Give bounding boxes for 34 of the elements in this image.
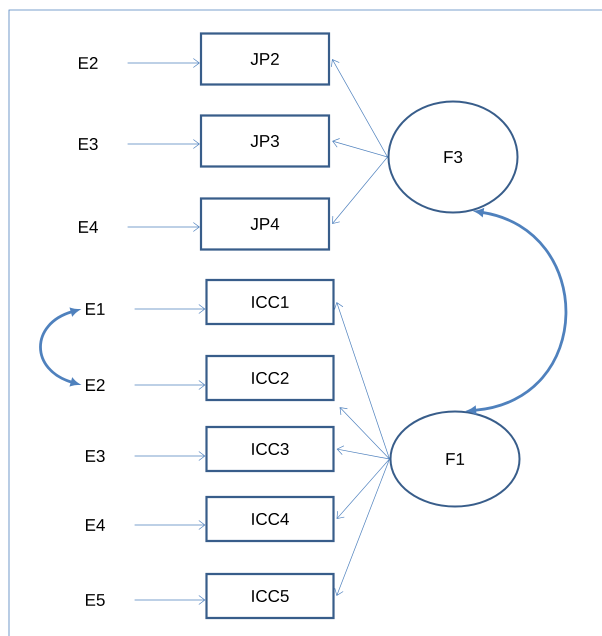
indicator-box: ICC5 bbox=[205, 572, 335, 620]
indicator-box: JP2 bbox=[200, 32, 330, 86]
error-label: E4 bbox=[86, 519, 105, 531]
arrow bbox=[127, 222, 200, 232]
arrow bbox=[331, 59, 388, 158]
arrow bbox=[39, 308, 79, 386]
indicator-box: JP4 bbox=[200, 197, 330, 251]
error-label: E1 bbox=[86, 303, 105, 315]
arrow bbox=[134, 380, 206, 390]
error-label: E4 bbox=[79, 221, 98, 233]
arrow bbox=[334, 302, 390, 460]
arrow bbox=[336, 458, 390, 519]
error-label: E5 bbox=[86, 594, 105, 606]
arrow bbox=[340, 407, 390, 460]
arrow bbox=[134, 595, 206, 605]
error-label: E2 bbox=[79, 57, 98, 69]
indicator-box: ICC2 bbox=[205, 354, 335, 402]
error-label: E3 bbox=[86, 450, 105, 462]
arrow bbox=[134, 520, 206, 530]
arrow bbox=[332, 156, 388, 224]
arrow bbox=[332, 138, 388, 158]
arrow bbox=[134, 451, 206, 461]
arrow bbox=[127, 58, 200, 68]
indicator-box: JP3 bbox=[200, 114, 330, 168]
arrow bbox=[468, 208, 568, 414]
arrow bbox=[336, 445, 390, 460]
error-label: E3 bbox=[79, 138, 98, 150]
arrow bbox=[334, 458, 390, 596]
error-label: E2 bbox=[86, 379, 105, 391]
indicator-box: ICC1 bbox=[205, 278, 335, 326]
indicator-box: ICC4 bbox=[205, 496, 335, 542]
arrow bbox=[134, 304, 206, 314]
arrow bbox=[127, 139, 200, 149]
indicator-box: ICC3 bbox=[205, 426, 335, 472]
